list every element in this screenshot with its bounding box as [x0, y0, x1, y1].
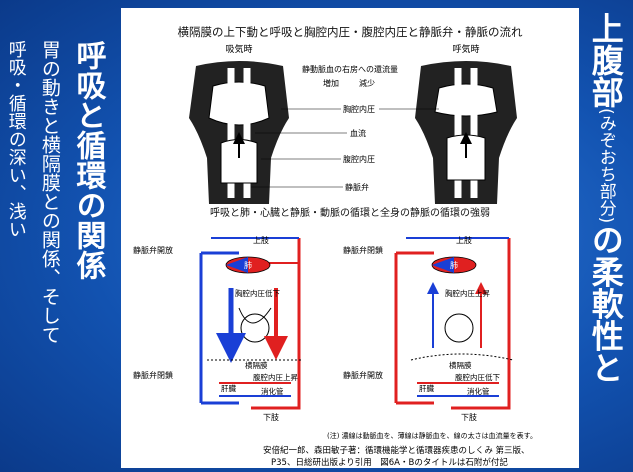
- figure-panel: 横隔膜の上下動と呼吸と胸腔内圧・腹腔内圧と静脈弁・静脈の流れ 吸気時 呼気時 静…: [121, 8, 579, 468]
- citation-1: 安倍紀一郎、森田敏子著：循環機能学と循環器疾患のしくみ 第三版、: [263, 445, 530, 456]
- title-right-b: の柔軟性と: [586, 223, 625, 384]
- top-title: 横隔膜の上下動と呼吸と胸腔内圧・腹腔内圧と静脈弁・静脈の流れ: [178, 25, 523, 39]
- diaphragm-left: 横隔膜: [245, 360, 268, 370]
- digestive-left: 消化管: [261, 386, 284, 396]
- legend-flow: 静動脈血の右房への還流量: [302, 64, 398, 74]
- title-right-a: 上腹部: [586, 12, 625, 108]
- note: (注) 濃線は動脈血を、薄線は静脈血を、線の太さは血流量を表す。: [327, 431, 537, 440]
- decrease-label: 減少: [359, 78, 375, 88]
- diaphragm-right: 横隔膜: [449, 360, 472, 370]
- circulation-right: [394, 237, 514, 410]
- mid-title: 呼吸と肺・心臓と静脈・動脈の循環と全身の静脈の循環の強弱: [210, 206, 490, 219]
- inhale-label: 吸気時: [225, 43, 252, 55]
- valve-open-right: 静脈弁開放: [343, 370, 383, 380]
- thoracic-label: 胸腔内圧: [343, 104, 375, 114]
- upper-limb-right: 上肢: [456, 235, 472, 245]
- thoracic-up: 胸腔内圧上昇: [445, 288, 490, 298]
- exhale-label: 呼気時: [452, 43, 479, 55]
- liver-left: 肝臓: [221, 383, 236, 393]
- torso-exhale: [415, 61, 517, 204]
- digestive-right: 消化管: [467, 386, 490, 396]
- upper-limb-left: 上肢: [253, 235, 269, 245]
- figure-svg: 横隔膜の上下動と呼吸と胸腔内圧・腹腔内圧と静脈弁・静脈の流れ 吸気時 呼気時 静…: [133, 25, 537, 468]
- increase-label: 増加: [323, 78, 339, 88]
- abdominal-label: 腹腔内圧: [343, 154, 375, 164]
- thoracic-low: 胸腔内圧低下: [235, 288, 280, 298]
- lower-limb-left: 下肢: [263, 412, 279, 422]
- liver-right: 肝臓: [419, 383, 434, 393]
- slide-title-left: 呼吸と循環の関係: [70, 40, 106, 280]
- lung-right: 肺: [450, 261, 458, 270]
- slide-subtitle-1: 胃の動きと横隔膜との関係、そして: [38, 40, 61, 344]
- circulation-left: [199, 237, 301, 410]
- slide-title-right: 上腹部(みぞおち部分)の柔軟性と: [586, 12, 625, 384]
- torso-inhale: [189, 61, 289, 204]
- valve-open-left: 静脈弁開放: [133, 245, 173, 255]
- citation-2: P35、日総研出版より引用 図6A・Bのタイトルは石附が付記: [271, 457, 508, 468]
- abd-up: 腹腔内圧上昇: [253, 372, 298, 382]
- blood-flow-label: 血流: [350, 128, 366, 138]
- abd-low: 腹腔内圧低下: [455, 372, 500, 382]
- valve-closed-left: 静脈弁閉鎖: [133, 370, 173, 380]
- title-right-small: (みぞおち部分): [595, 108, 616, 224]
- valve-closed-right: 静脈弁閉鎖: [343, 245, 383, 255]
- lower-limb-right: 下肢: [461, 412, 477, 422]
- slide-subtitle-2: 呼吸・循環の深い、浅い: [5, 40, 27, 238]
- valve-label: 静脈弁: [345, 182, 369, 192]
- lung-left: 肺: [244, 261, 252, 270]
